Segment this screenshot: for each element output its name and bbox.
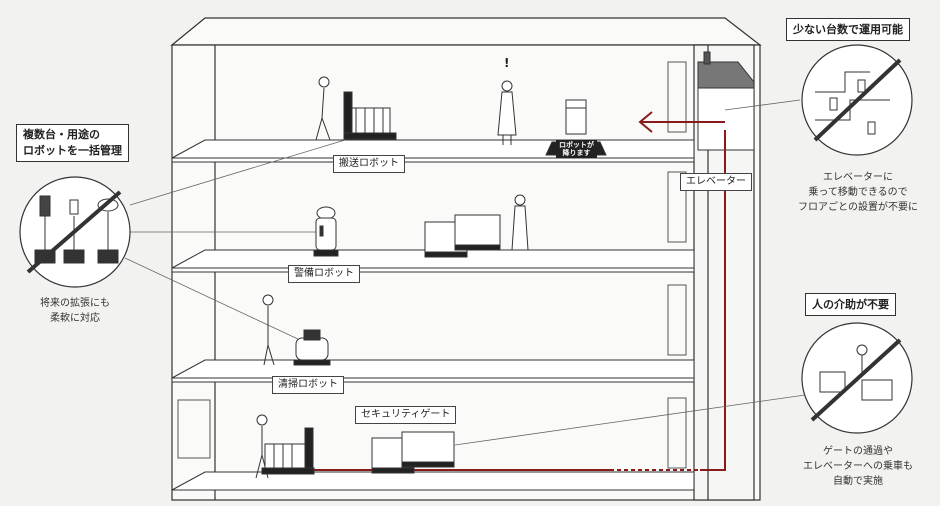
robot-exiting-sign-line1: ロボットが [559,141,594,149]
multi-robot-title-line1: 複数台・用途の [23,128,100,141]
security-gate-ground [371,431,455,474]
no-assist-title: 人の介助が不要 [805,293,896,316]
no-assist-note-line3: 自動で実施 [833,476,883,487]
security-robot [313,206,339,257]
few-units-note-line3: フロアごとの設置が不要に [798,202,918,213]
security-robot-label: 警備ロボット [288,265,360,283]
person-top-floor [497,80,517,145]
elevator-label: エレベーター [680,173,752,191]
multi-robot-note-line2: 柔軟に対応 [50,313,100,324]
robot-exiting-sign-line2: 降ります [562,149,591,157]
cleaning-robot-label: 清掃ロボット [272,376,344,394]
side-windows [177,61,687,469]
gate-mid-floor [424,194,529,258]
transport-robot-top [315,76,397,141]
no-assist-note-line1: ゲートの通過や [823,446,893,457]
gate-person-icon [810,338,902,422]
multi-robot-title: 複数台・用途の ロボットを一括管理 [16,124,129,162]
transport-robot-label: 搬送ロボット [333,155,405,173]
security-gate-label: セキュリティゲート [355,406,457,424]
exclamation-mark: ! [504,56,510,70]
few-units-title: 少ない台数で運用可能 [786,18,910,41]
robot-exiting-sign: ロボットが 降ります [556,140,597,158]
management-icons [26,190,122,274]
transport-robot-ground [255,414,315,479]
floors-icon [813,58,902,142]
cleaning-robot [262,294,331,366]
few-units-note-line2: 乗って移動できるので [808,187,908,198]
multi-robot-title-line2: ロボットを一括管理 [23,144,122,157]
robot-route [310,111,726,471]
no-assist-note: ゲートの通過や エレベーターへの乗車も 自動で実施 [778,444,938,489]
multi-robot-note: 将来の拡張にも 柔軟に対応 [20,296,130,326]
callout-lines [124,99,806,446]
multi-robot-note-line1: 将来の拡張にも [40,298,110,309]
few-units-note: エレベーターに 乗って移動できるので フロアごとの設置が不要に [778,170,938,215]
no-assist-note-line2: エレベーターへの乗車も [803,461,913,472]
few-units-note-line1: エレベーターに [823,172,893,183]
